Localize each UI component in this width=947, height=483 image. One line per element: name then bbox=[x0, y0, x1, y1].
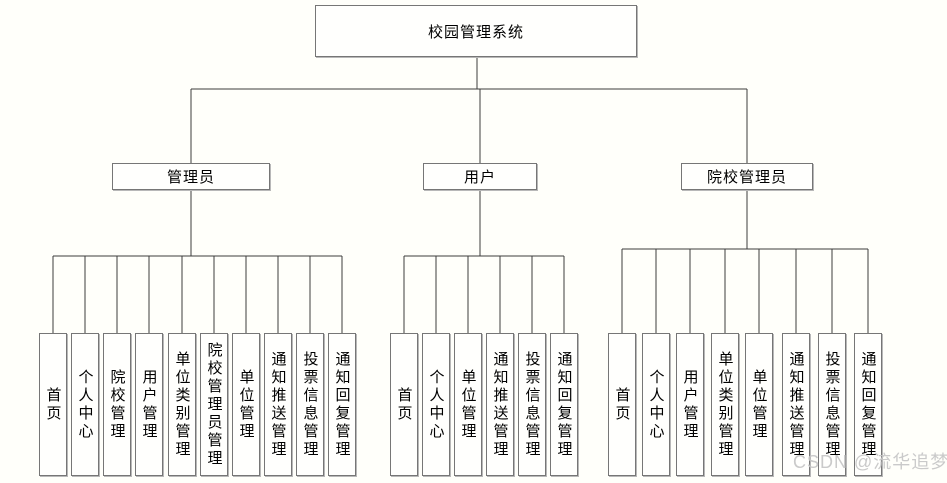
leaf-node: 用户管理 bbox=[676, 333, 704, 476]
leaf-node: 院校管理员管理 bbox=[200, 333, 228, 476]
leaf-node: 个人中心 bbox=[642, 333, 670, 476]
leaf-node: 通知回复管理 bbox=[550, 333, 578, 476]
leaf-node: 个人中心 bbox=[422, 333, 450, 476]
branch-node-user: 用户 bbox=[423, 163, 537, 190]
leaf-node: 用户管理 bbox=[135, 333, 163, 476]
leaf-node: 通知回复管理 bbox=[328, 333, 356, 476]
leaf-node: 单位管理 bbox=[454, 333, 482, 476]
leaf-node: 首页 bbox=[608, 333, 636, 476]
leaf-node: 单位管理 bbox=[232, 333, 260, 476]
leaf-node: 通知回复管理 bbox=[854, 333, 882, 476]
leaf-node: 首页 bbox=[390, 333, 418, 476]
leaf-node: 投票信息管理 bbox=[518, 333, 546, 476]
leaf-node: 单位类别管理 bbox=[711, 333, 739, 476]
leaf-node: 投票信息管理 bbox=[296, 333, 324, 476]
leaf-node: 院校管理 bbox=[103, 333, 131, 476]
leaf-node: 单位管理 bbox=[745, 333, 773, 476]
leaf-node: 投票信息管理 bbox=[818, 333, 846, 476]
branch-node-college-admin: 院校管理员 bbox=[681, 163, 813, 190]
leaf-node: 通知推送管理 bbox=[264, 333, 292, 476]
leaf-node: 通知推送管理 bbox=[782, 333, 810, 476]
leaf-node: 通知推送管理 bbox=[486, 333, 514, 476]
branch-node-admin: 管理员 bbox=[112, 163, 270, 190]
leaf-node: 单位类别管理 bbox=[168, 333, 196, 476]
root-node-system-title: 校园管理系统 bbox=[315, 5, 637, 57]
csdn-watermark: CSDN @流华追梦 bbox=[793, 452, 947, 472]
leaf-node: 首页 bbox=[39, 333, 67, 476]
leaf-node: 个人中心 bbox=[71, 333, 99, 476]
